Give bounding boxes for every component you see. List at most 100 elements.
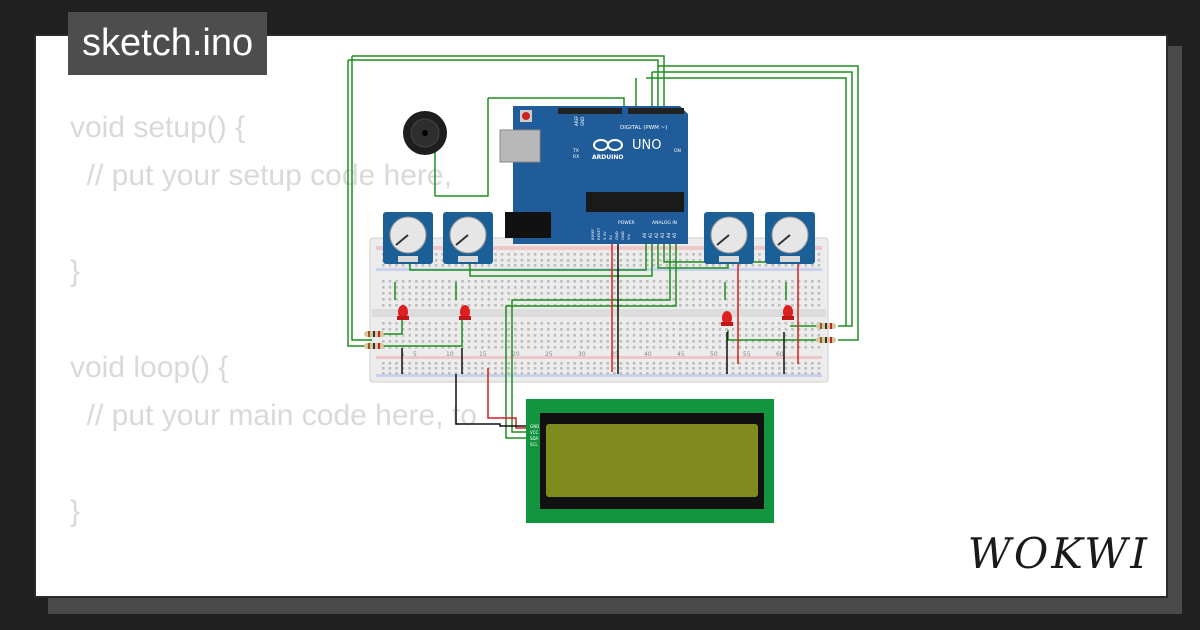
breadboard-hole [448,362,451,365]
breadboard-hole [441,286,444,289]
breadboard-hole [751,322,755,325]
breadboard-hole [401,264,405,267]
breadboard-hole [580,328,583,331]
resistor[interactable] [816,337,836,343]
breadboard-hole [434,292,438,295]
resistor[interactable] [364,343,384,349]
breadboard-hole [718,367,722,370]
breadboard-hole [461,264,464,267]
breadboard-hole [474,372,477,375]
breadboard-hole [771,304,774,307]
breadboard-hole [514,292,517,295]
breadboard-hole [725,280,728,283]
breadboard-hole [428,286,431,289]
breadboard-hole [606,259,609,262]
breadboard-hole [784,264,788,267]
breadboard-hole [494,280,497,283]
breadboard-hole [639,334,642,337]
breadboard-hole [758,340,761,343]
breadboard-hole [692,253,695,256]
breadboard-hole [547,362,550,365]
breadboard-hole [685,298,689,301]
breadboard-hole [441,264,444,267]
breadboard-hole [817,286,821,289]
breadboard-hole [698,292,702,295]
arduino-uno[interactable]: AREF GND DIGITAL (PWM ~) UNO ARDUINO TX … [499,106,688,244]
breadboard-hole [441,346,444,349]
breadboard-hole [705,322,708,325]
breadboard-hole [481,322,484,325]
breadboard-hole [817,372,821,375]
resistor[interactable] [364,331,384,337]
breadboard-hole [685,334,689,337]
breadboard-hole [751,367,755,370]
breadboard-hole [461,304,464,307]
breadboard-hole [751,362,755,365]
breadboard-hole [738,328,741,331]
breadboard-hole [764,304,768,307]
breadboard-hole [415,372,418,375]
led[interactable] [397,305,409,320]
wire [352,55,665,112]
buzzer[interactable] [403,111,447,155]
breadboard-hole [811,322,814,325]
breadboard-hole [705,292,708,295]
breadboard-hole [388,367,392,370]
breadboard-holes [382,253,821,375]
code-line: } [70,255,81,288]
breadboard-hole [507,322,510,325]
breadboard-hole [547,292,550,295]
breadboard-hole [593,292,596,295]
resistor[interactable] [816,323,836,329]
potentiometer[interactable] [383,212,433,264]
breadboard-hole [804,298,807,301]
breadboard-hole [481,367,484,370]
breadboard-hole [487,328,491,331]
wire [455,374,528,427]
breadboard-hole [758,362,761,365]
breadboard-hole [811,340,814,343]
breadboard-hole [718,304,722,307]
breadboard-hole [586,372,590,375]
breadboard-hole [382,286,385,289]
breadboard-hole [586,340,590,343]
breadboard-hole [421,362,425,365]
potentiometer[interactable] [443,212,493,264]
breadboard-hole [434,340,438,343]
breadboard-hole [698,298,702,301]
breadboard-hole [474,298,477,301]
led[interactable] [782,305,794,320]
breadboard-hole [672,253,675,256]
breadboard-hole [580,286,583,289]
filename-tab[interactable]: sketch.ino [68,12,268,75]
breadboard-hole [692,322,695,325]
breadboard-hole [718,328,722,331]
breadboard-hole [553,340,557,343]
potentiometer[interactable] [704,212,754,264]
breadboard-hole [580,264,583,267]
breadboard-hole [659,292,662,295]
breadboard-hole [718,322,722,325]
breadboard-hole [573,328,576,331]
breadboard-hole [586,334,590,337]
breadboard-hole [619,264,623,267]
breadboard-hole [507,286,510,289]
breadboard-hole [500,259,504,262]
breadboard-hole [679,304,682,307]
breadboard-hole [500,322,504,325]
breadboard-hole [712,292,715,295]
breadboard-hole [434,362,438,365]
lcd-display[interactable]: GND VCC SDA SCL [526,399,774,523]
led[interactable] [721,311,733,326]
led[interactable] [459,305,471,320]
breadboard-hole [619,253,623,256]
breadboard-hole [547,322,550,325]
breadboard-hole [751,298,755,301]
potentiometer[interactable] [765,212,815,264]
breadboard-hole [467,264,471,267]
breadboard-hole [441,372,444,375]
wire [658,65,859,341]
code-line: // put your setup code here, [70,159,452,192]
breadboard-hole [560,259,563,262]
breadboard-hole [811,264,814,267]
